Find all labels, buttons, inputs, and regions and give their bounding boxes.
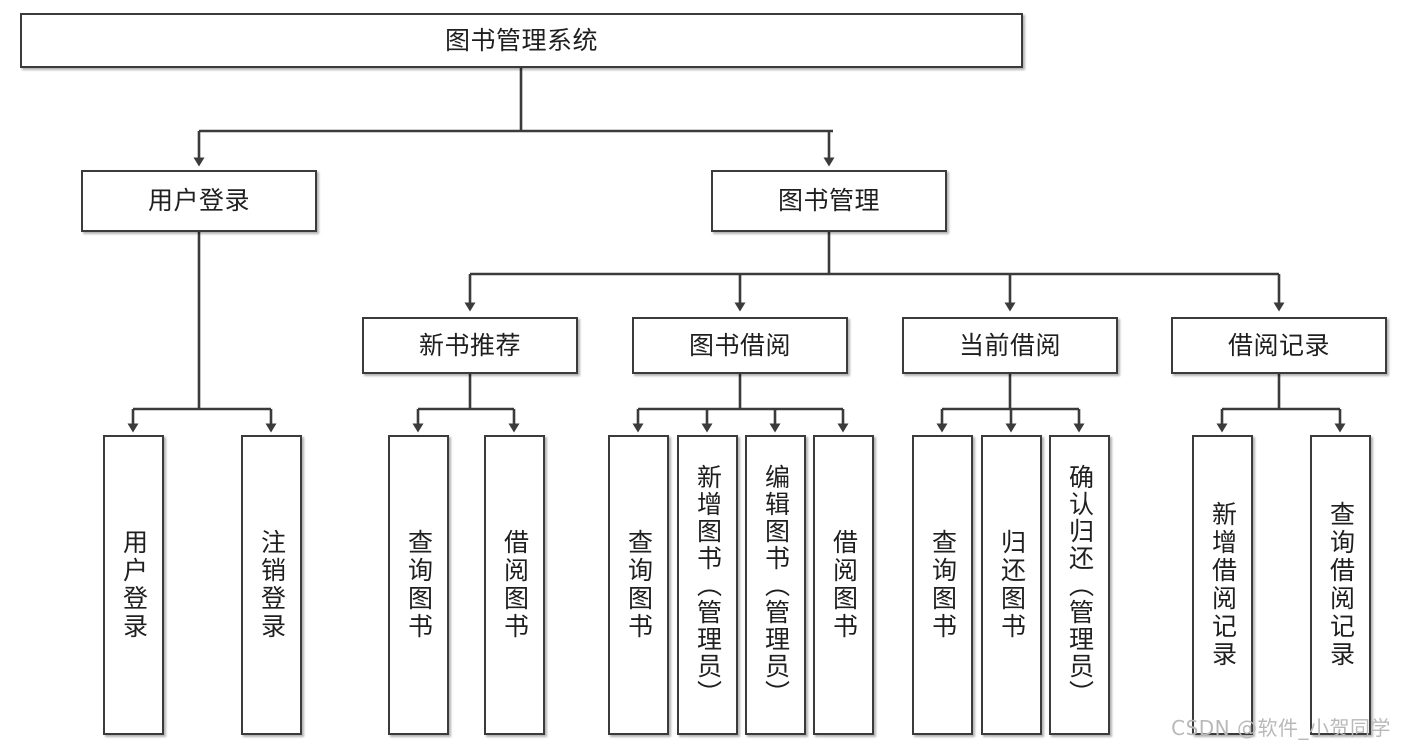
- node-new-book-recommend-label: 新书推荐: [418, 330, 521, 360]
- node-root-label: 图书管理系统: [444, 25, 598, 55]
- leaf-query-book-borrow[interactable]: 查询图书: [608, 435, 669, 735]
- connector-group-user-login: [127, 232, 277, 433]
- leaf-borrow-book-recommend-label: 借阅图书: [500, 529, 530, 641]
- node-current-borrow-label: 当前借阅: [958, 330, 1061, 360]
- connector-group-new-book-recommend: [412, 374, 520, 433]
- leaf-query-book-borrow-label: 查询图书: [624, 529, 654, 641]
- node-book-borrow-label: 图书借阅: [688, 330, 791, 360]
- node-root[interactable]: 图书管理系统: [20, 13, 1023, 68]
- leaf-edit-book-admin-label: 编辑图书（管理员）: [761, 463, 791, 707]
- leaf-add-book-admin[interactable]: 新增图书（管理员）: [677, 435, 738, 735]
- node-user-login[interactable]: 用户登录: [81, 170, 317, 232]
- node-book-management-label: 图书管理: [777, 186, 880, 216]
- leaf-return-book-label: 归还图书: [997, 529, 1027, 641]
- node-book-management[interactable]: 图书管理: [711, 170, 947, 232]
- leaf-query-book-recommend[interactable]: 查询图书: [388, 435, 449, 735]
- leaf-user-logout[interactable]: 注销登录: [241, 435, 302, 735]
- node-borrow-record-label: 借阅记录: [1227, 330, 1330, 360]
- connector-group-current-borrow: [936, 374, 1085, 433]
- connector-group-borrow-record: [1216, 374, 1346, 433]
- node-new-book-recommend[interactable]: 新书推荐: [362, 317, 578, 374]
- node-book-borrow[interactable]: 图书借阅: [632, 317, 848, 374]
- leaf-borrow-book-label: 借阅图书: [829, 529, 859, 641]
- leaf-borrow-book[interactable]: 借阅图书: [813, 435, 874, 735]
- leaf-add-borrow-record[interactable]: 新增借阅记录: [1192, 435, 1253, 735]
- connector-group-book-borrow: [632, 374, 849, 433]
- leaf-borrow-book-recommend[interactable]: 借阅图书: [484, 435, 545, 735]
- node-user-login-label: 用户登录: [147, 186, 250, 216]
- connector-group-root: [193, 68, 835, 167]
- node-current-borrow[interactable]: 当前借阅: [902, 317, 1118, 374]
- leaf-return-book[interactable]: 归还图书: [981, 435, 1042, 735]
- leaf-confirm-return-admin-label: 确认归还（管理员）: [1065, 463, 1095, 707]
- leaf-user-login-label: 用户登录: [119, 529, 149, 641]
- leaf-query-book-current-label: 查询图书: [928, 529, 958, 641]
- leaf-query-book-current[interactable]: 查询图书: [912, 435, 973, 735]
- leaf-user-login[interactable]: 用户登录: [103, 435, 164, 735]
- leaf-user-logout-label: 注销登录: [257, 529, 287, 641]
- leaf-edit-book-admin[interactable]: 编辑图书（管理员）: [745, 435, 806, 735]
- leaf-add-book-admin-label: 新增图书（管理员）: [693, 463, 723, 707]
- leaf-confirm-return-admin[interactable]: 确认归还（管理员）: [1049, 435, 1110, 735]
- node-borrow-record[interactable]: 借阅记录: [1171, 317, 1387, 374]
- leaf-query-borrow-record-label: 查询借阅记录: [1326, 501, 1356, 669]
- connector-group-book-management: [464, 232, 1285, 312]
- leaf-query-borrow-record[interactable]: 查询借阅记录: [1310, 435, 1371, 735]
- leaf-add-borrow-record-label: 新增借阅记录: [1208, 501, 1238, 669]
- leaf-query-book-recommend-label: 查询图书: [404, 529, 434, 641]
